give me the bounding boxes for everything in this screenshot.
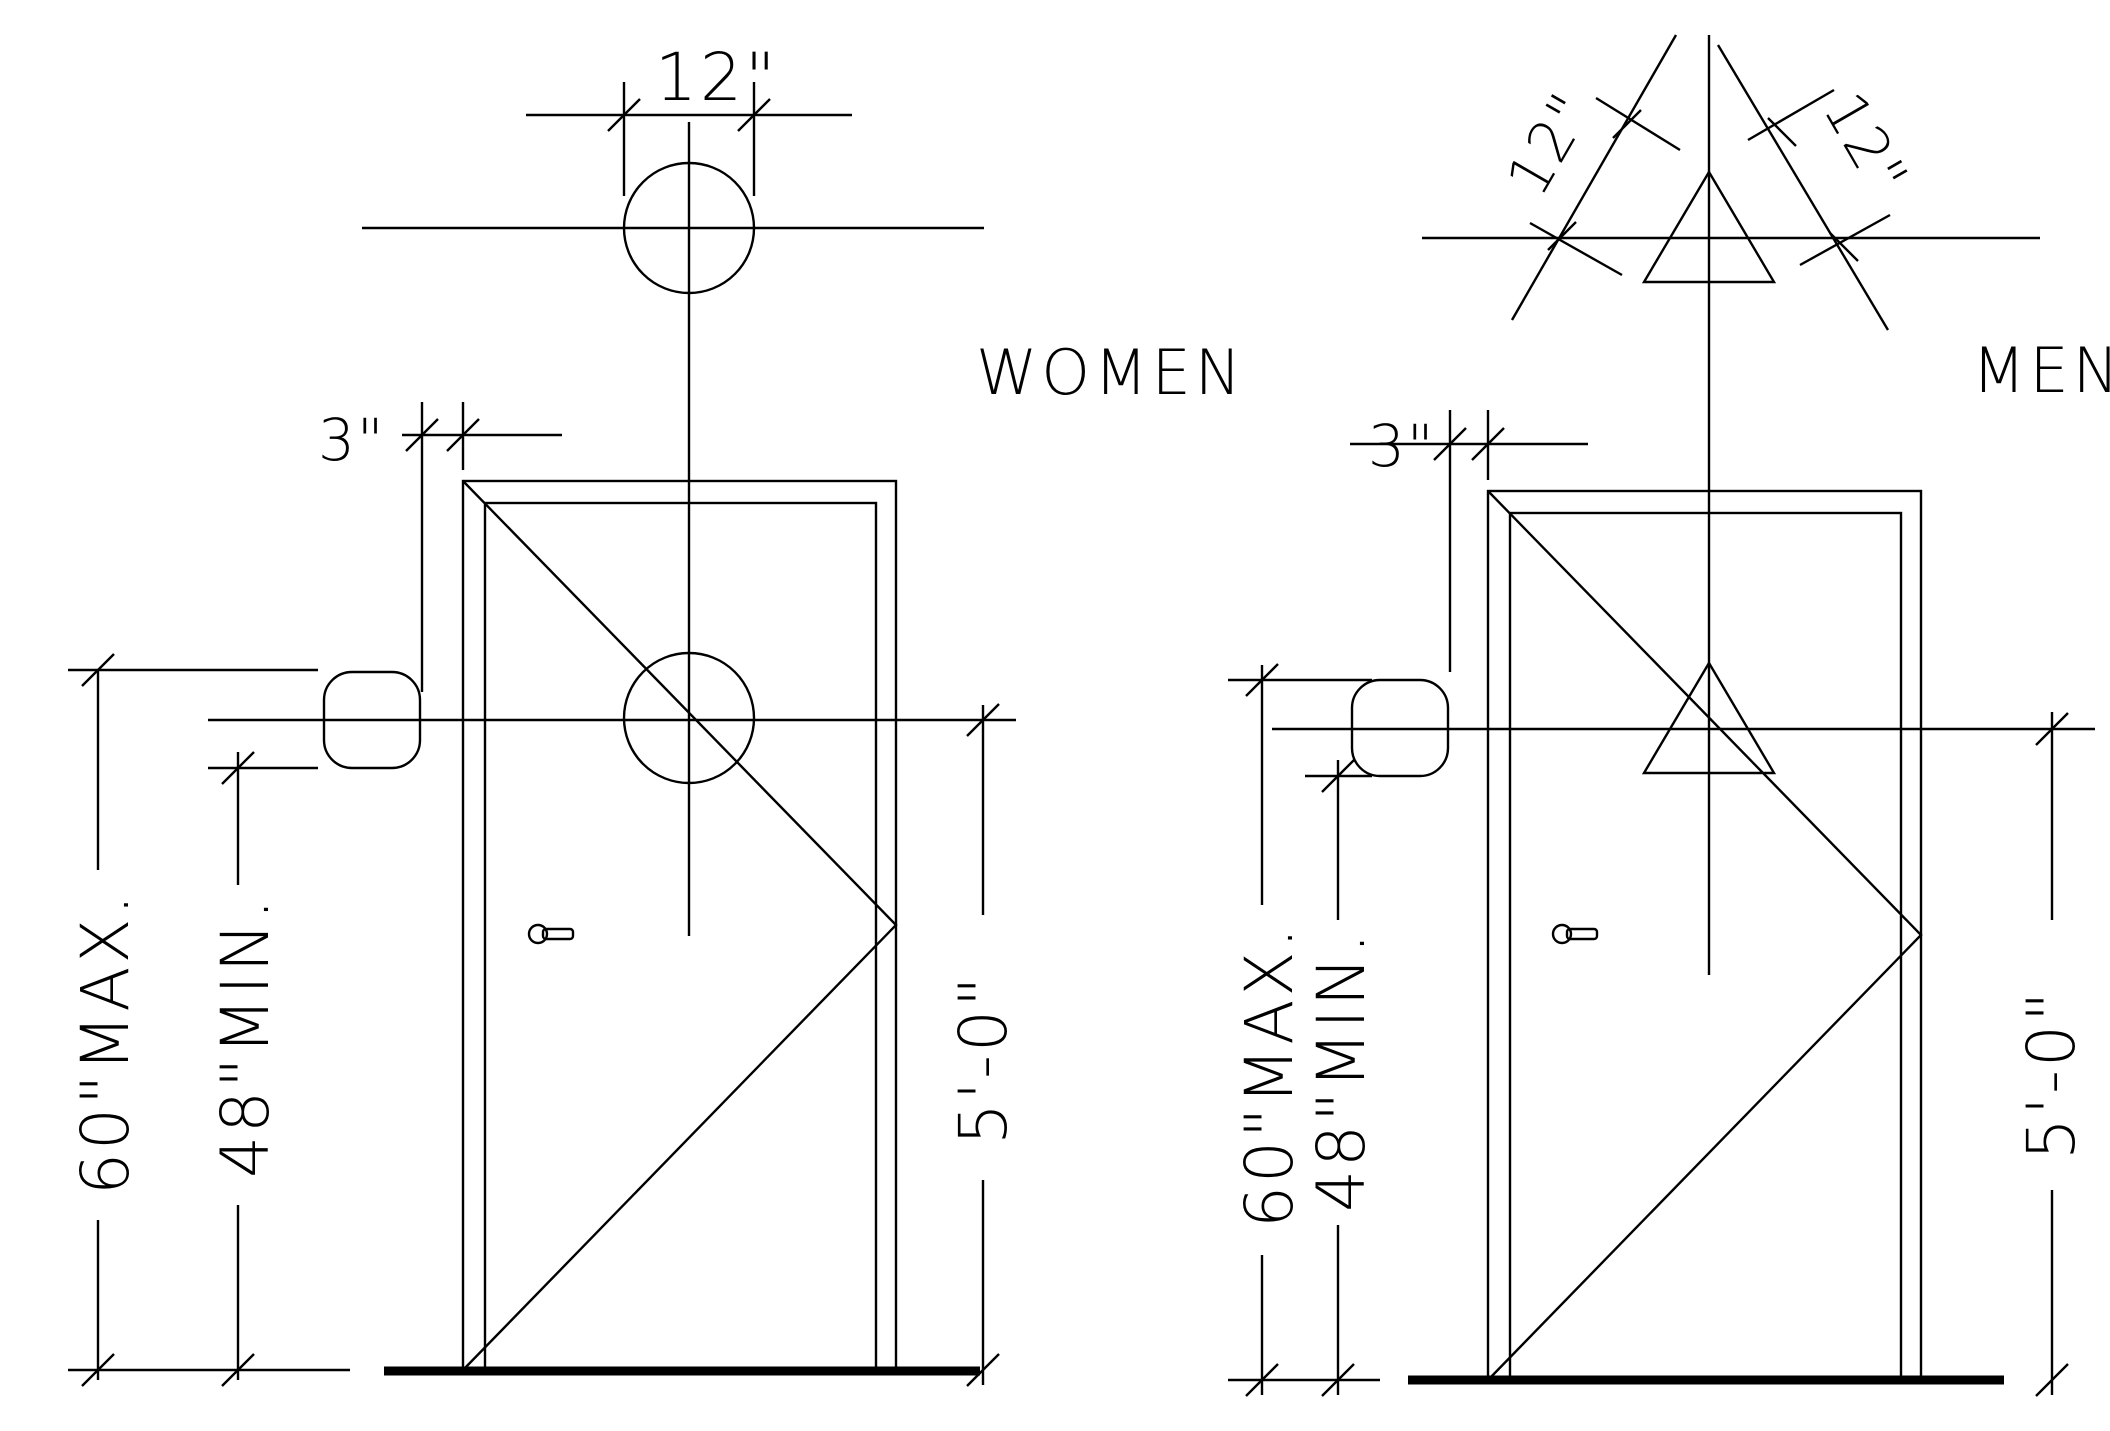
men-3in-label: 3" bbox=[1368, 412, 1436, 480]
men-5ft-label: 5'-0" bbox=[2013, 989, 2090, 1160]
women-48in-min-dimension: 48"MIN. bbox=[207, 751, 284, 1387]
men-60in-max-dimension: 60"MAX. bbox=[1231, 663, 1308, 1397]
women-60in-max-dimension: 60"MAX. bbox=[67, 653, 144, 1387]
women-12in-dimension: 12" bbox=[526, 39, 852, 196]
women-door-frame bbox=[461, 479, 898, 1372]
women-3in-label: 3" bbox=[318, 406, 386, 474]
men-symbol-detail-triangle bbox=[1641, 169, 1777, 284]
women-elevation: 12" 3" 60"MAX. bbox=[67, 39, 1245, 1387]
women-door-handle bbox=[527, 923, 575, 945]
women-door bbox=[384, 479, 980, 1376]
women-door-swing-indicator bbox=[462, 480, 898, 1371]
men-door-handle bbox=[1551, 923, 1599, 945]
women-sign-label: WOMEN bbox=[976, 336, 1245, 409]
men-5ft-dimension: 5'-0" bbox=[2013, 712, 2090, 1397]
men-door-swing-indicator bbox=[1487, 490, 1923, 1381]
men-sign-label: MEN bbox=[1972, 334, 2110, 407]
women-12in-label: 12" bbox=[655, 39, 778, 116]
men-12in-dimensions: 12" 12" bbox=[1493, 34, 1922, 331]
women-5ft-label: 5'-0" bbox=[945, 974, 1022, 1145]
men-12in-right-label: 12" bbox=[1810, 81, 1922, 207]
men-door-leaf bbox=[1508, 511, 1903, 1382]
women-48in-min-label: 48"MIN. bbox=[207, 896, 284, 1178]
men-48in-min-label: 48"MIN. bbox=[1303, 930, 1380, 1212]
men-48in-min-dimension: 48"MIN. bbox=[1303, 759, 1380, 1397]
men-elevation: 12" 12" 3" 60"MAX. bbox=[1228, 34, 2110, 1397]
women-60in-max-label: 60"MAX. bbox=[67, 891, 144, 1195]
men-60in-max-label: 60"MAX. bbox=[1231, 924, 1308, 1228]
women-5ft-dimension: 5'-0" bbox=[945, 703, 1022, 1387]
men-door bbox=[1408, 489, 2004, 1385]
women-3in-offset-dimension: 3" bbox=[318, 402, 562, 692]
men-3in-offset-dimension: 3" bbox=[1350, 410, 1588, 672]
